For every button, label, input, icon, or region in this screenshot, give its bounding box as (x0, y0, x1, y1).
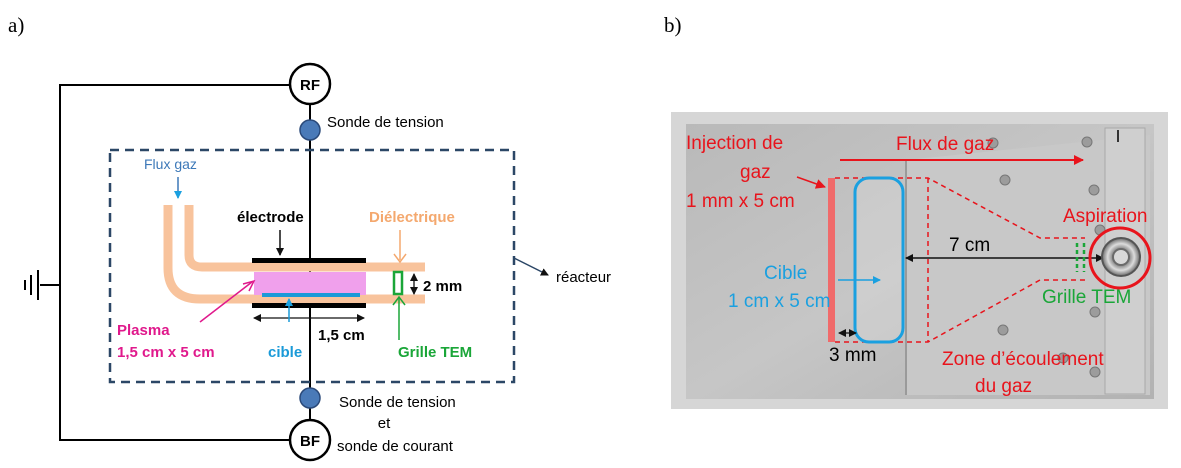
zone-label-1: Zone d’écoulement (942, 349, 1104, 370)
aspiration-label: Aspiration (1063, 206, 1148, 227)
flux-label: Flux de gaz (896, 134, 994, 155)
dielectric (163, 205, 425, 304)
rf-generator (288, 62, 332, 106)
panel-a-label: a) (8, 13, 24, 37)
tem-grid-b (1075, 243, 1086, 272)
panel-b-label: b) (664, 13, 682, 37)
target-outline (853, 176, 905, 344)
plasma-region (254, 272, 366, 295)
probe-bottom-label-1: Sonde de tension (339, 394, 456, 411)
injection-label-3: 1 mm x 5 cm (686, 191, 795, 212)
flux-gaz-label: Flux gaz (144, 156, 197, 172)
dielectric-label: Diélectrique (369, 209, 455, 226)
injection-bar (828, 178, 835, 342)
circuit-wire (59, 84, 290, 441)
injection-label-1: Injection de (686, 133, 783, 154)
rf-label: RF (300, 77, 320, 94)
aspiration-circle (1088, 226, 1152, 290)
plasma-arrow (199, 281, 253, 323)
gap-label-b: 3 mm (829, 345, 877, 366)
tem-grid (392, 270, 404, 296)
probe-top-label: Sonde de tension (327, 114, 444, 131)
zone-label-2: du gaz (975, 376, 1032, 397)
target-strip (262, 293, 360, 297)
reactor-label: réacteur (556, 269, 611, 286)
target-label: cible (268, 344, 302, 361)
ground-icon (24, 270, 39, 300)
dielectric-arrowhead (393, 253, 407, 264)
aspiration-port (1112, 248, 1130, 266)
electrode-label: électrode (237, 209, 304, 226)
target-label-1: Cible (764, 263, 807, 284)
probe-bottom-label-3: sonde de courant (337, 438, 454, 455)
target-label-2: 1 cm x 5 cm (728, 291, 830, 312)
bf-generator (288, 418, 332, 462)
distance-label: 7 cm (949, 235, 990, 256)
probe-bottom-label-2: et (378, 415, 391, 432)
grid-arrowhead (392, 295, 406, 306)
gap-label: 2 mm (423, 278, 462, 295)
plasma-label-2: 1,5 cm x 5 cm (117, 344, 215, 361)
upper-electrode (252, 258, 366, 263)
grid-label-b: Grille TEM (1042, 287, 1131, 308)
injection-label-2: gaz (740, 162, 771, 183)
lower-electrode (252, 303, 366, 308)
plasma-arrowhead (242, 279, 256, 292)
bf-label: BF (300, 433, 320, 450)
voltage-probe-bottom (299, 387, 321, 409)
plasma-label-1: Plasma (117, 322, 170, 339)
voltage-probe-top (299, 119, 321, 141)
grid-label: Grille TEM (398, 344, 472, 361)
reactor-box (108, 148, 516, 384)
injection-arrow (796, 176, 826, 189)
width-label: 1,5 cm (318, 327, 365, 344)
reactor-arrow (513, 257, 549, 276)
